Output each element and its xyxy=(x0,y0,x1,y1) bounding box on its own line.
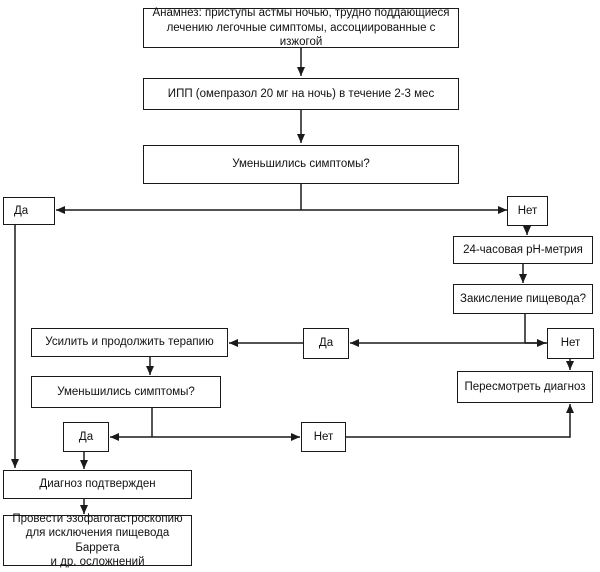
node-egd-label: Провести эзофагогастроскопию для исключе… xyxy=(12,512,183,568)
node-anamnesis: Анамнез: приступы астмы ночью, трудно по… xyxy=(143,7,459,49)
node-yes-2: Да xyxy=(303,328,349,359)
node-yes-3-label: Да xyxy=(78,430,94,443)
node-intensify-therapy: Усилить и продолжить терапию xyxy=(31,328,228,357)
node-intensify-therapy-label: Усилить и продолжить терапию xyxy=(45,336,214,349)
node-no-1: Нет xyxy=(507,196,548,226)
node-reconsider-diagnosis: Пересмотреть диагноз xyxy=(457,371,593,403)
node-anamnesis-label: Анамнез: приступы астмы ночью, трудно по… xyxy=(152,7,450,49)
node-yes-3: Да xyxy=(63,422,109,452)
node-reduced-symptoms-1: Уменьшились симптомы? xyxy=(143,145,459,184)
node-ppi-label: ИПП (омепразол 20 мг на ночь) в течение … xyxy=(167,87,435,100)
node-diagnosis-confirmed-label: Диагноз подтвержден xyxy=(39,478,156,491)
node-reduced-symptoms-2-label: Уменьшились симптомы? xyxy=(57,385,195,398)
node-no-1-label: Нет xyxy=(517,204,538,217)
node-no-2: Нет xyxy=(547,328,594,359)
node-no-3-label: Нет xyxy=(313,430,334,443)
node-ppi: ИПП (омепразол 20 мг на ночь) в течение … xyxy=(143,78,459,110)
node-reduced-symptoms-2: Уменьшились симптомы? xyxy=(31,376,221,408)
edge-no-3-to-reconsider xyxy=(346,404,574,438)
node-yes-2-label: Да xyxy=(318,337,334,350)
node-reconsider-diagnosis-label: Пересмотреть диагноз xyxy=(464,380,586,393)
node-no-2-label: Нет xyxy=(560,337,581,350)
node-ph-metry: 24-часовая pH-метрия xyxy=(453,236,593,264)
node-ph-metry-label: 24-часовая pH-метрия xyxy=(463,243,583,256)
node-no-3: Нет xyxy=(301,422,346,452)
node-reduced-symptoms-1-label: Уменьшились симптомы? xyxy=(232,158,370,171)
node-yes-1-label: Да xyxy=(14,204,29,217)
node-acidification-label: Закисление пищевода? xyxy=(460,292,587,305)
node-diagnosis-confirmed: Диагноз подтвержден xyxy=(3,470,192,499)
node-yes-1: Да xyxy=(3,197,55,225)
node-egd: Провести эзофагогастроскопию для исключе… xyxy=(3,513,192,568)
node-acidification: Закисление пищевода? xyxy=(453,284,593,314)
